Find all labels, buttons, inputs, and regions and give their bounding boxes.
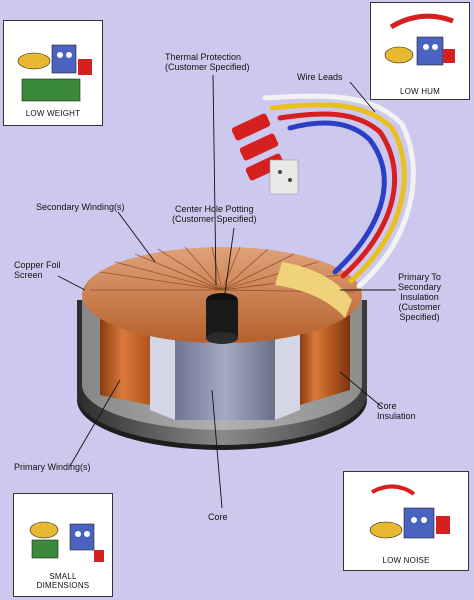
panel-small-dimensions-caption: SMALL DIMENSIONS (36, 572, 90, 590)
label-core-insulation: Core Insulation (377, 401, 416, 421)
core-insulation-right (275, 320, 300, 420)
cartoon-transformer-icon-noise (369, 484, 450, 539)
label-wire-leads: Wire Leads (297, 72, 343, 82)
winding-lines (90, 246, 356, 293)
label-secondary-winding: Secondary Winding(s) (36, 202, 125, 212)
panel-low-noise: LOW NOISE (343, 471, 469, 571)
panel-low-weight: LOW WEIGHT (3, 20, 103, 126)
panel-low-hum-caption: LOW HUM (399, 87, 441, 96)
core-shape (175, 320, 275, 420)
label-thermal-protection: Thermal Protection (Customer Specified) (165, 52, 250, 72)
leader-lines (57, 74, 396, 509)
wire-leads-shape (262, 93, 416, 289)
secondary-winding-block (300, 310, 350, 405)
label-primary-secondary-insulation: Primary To Secondary Insulation (Custome… (398, 272, 442, 322)
connector-terminals (231, 113, 299, 195)
panel-low-noise-caption: LOW NOISE (382, 556, 430, 565)
label-copper-foil-screen: Copper Foil Screen (14, 260, 61, 280)
core-insulation-left (150, 330, 175, 420)
cartoon-transformer-icon-hum (384, 13, 455, 66)
label-primary-winding: Primary Winding(s) (14, 462, 91, 472)
primary-secondary-insulation-band (275, 262, 352, 318)
panel-low-weight-caption: LOW WEIGHT (25, 109, 81, 118)
label-core: Core (208, 512, 228, 522)
label-center-hole-potting: Center Hole Potting (Customer Specified) (172, 204, 257, 224)
center-potting (206, 300, 238, 338)
cartoon-transformer-icon-small (29, 521, 104, 562)
panel-low-hum: LOW HUM (370, 2, 470, 100)
cartoon-transformer-icon (17, 44, 92, 102)
panel-small-dimensions: SMALL DIMENSIONS (13, 493, 113, 597)
